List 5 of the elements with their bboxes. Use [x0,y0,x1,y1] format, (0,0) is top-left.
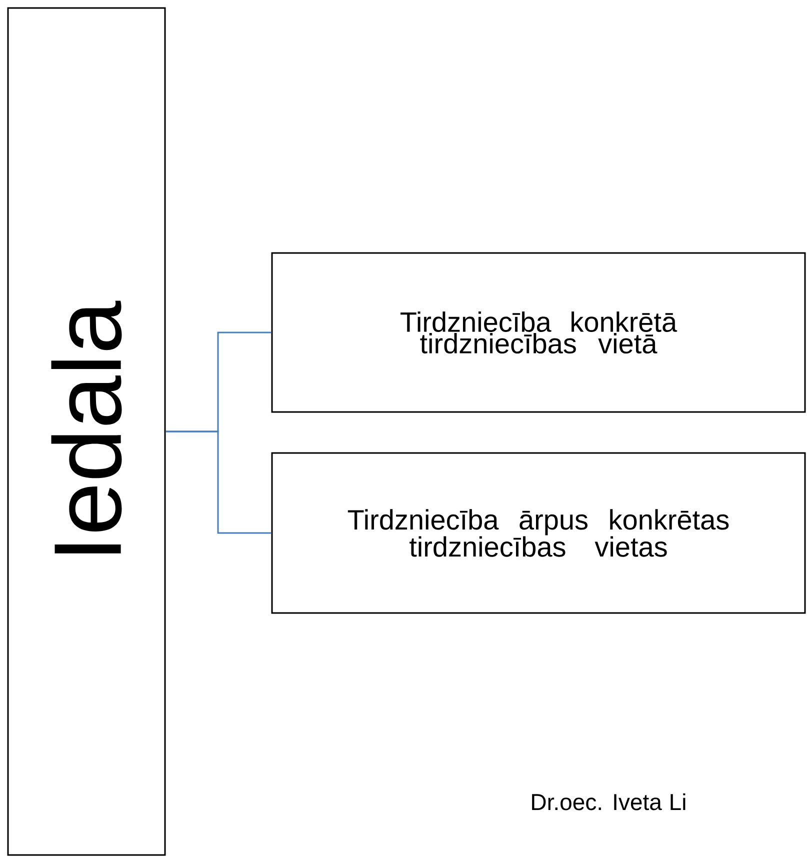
connector-line [166,430,272,534]
vertical-box: Iedala [7,7,166,856]
author-text: Dr.oec. Iveta Li [532,793,686,810]
process-box: Tirdzniecība ārpus konkrētas tirdzniecības vietas [271,452,806,614]
process-box: Tirdzniecība konkrētā tirdzniecības vietā [271,252,806,413]
